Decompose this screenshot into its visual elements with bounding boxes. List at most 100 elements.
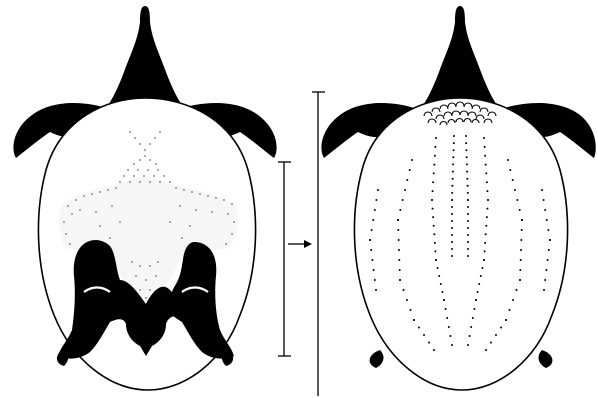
keel-dot bbox=[451, 255, 453, 257]
keel-dot bbox=[451, 213, 453, 215]
keel-dot bbox=[398, 259, 400, 261]
keel-dot bbox=[434, 155, 436, 157]
keel-dot bbox=[466, 156, 468, 158]
right-head-neck bbox=[421, 6, 499, 108]
keel-dot bbox=[485, 225, 487, 227]
keel-dot bbox=[433, 164, 435, 166]
left-turtle-figure bbox=[13, 6, 276, 390]
keel-dot bbox=[509, 309, 511, 311]
keel-dot bbox=[546, 219, 548, 221]
keel-dot bbox=[397, 229, 399, 231]
keel-dot bbox=[432, 190, 434, 192]
keel-dot bbox=[467, 206, 469, 208]
keel-dot bbox=[465, 142, 467, 144]
keel-dot bbox=[467, 241, 469, 243]
keel-dot bbox=[516, 289, 518, 291]
keel-dot bbox=[418, 327, 420, 329]
keel-dot bbox=[446, 317, 448, 319]
keel-dot bbox=[516, 199, 518, 201]
keel-dot bbox=[549, 239, 551, 241]
right-shell bbox=[354, 98, 567, 390]
keel-dot bbox=[544, 279, 546, 281]
keel-dot bbox=[467, 192, 469, 194]
keel-dot bbox=[452, 156, 454, 158]
keel-dot bbox=[375, 199, 377, 201]
right-turtle-figure bbox=[321, 6, 595, 390]
keel-dot bbox=[451, 248, 453, 250]
keel-dot bbox=[483, 137, 485, 139]
keel-dot bbox=[500, 327, 502, 329]
right-rear-tip-right bbox=[539, 350, 553, 368]
keel-dot bbox=[433, 233, 435, 235]
keel-dot bbox=[413, 319, 415, 321]
keel-dot bbox=[451, 185, 453, 187]
keel-dot bbox=[451, 234, 453, 236]
keel-dot bbox=[445, 308, 447, 310]
keel-dot bbox=[375, 289, 377, 291]
keel-dot bbox=[509, 169, 511, 171]
keel-dot bbox=[443, 299, 445, 301]
keel-dot bbox=[452, 178, 454, 180]
keel-dot bbox=[369, 239, 371, 241]
keel-dot bbox=[434, 242, 436, 244]
keel-dot bbox=[374, 209, 376, 211]
keel-dot bbox=[404, 189, 406, 191]
keel-dot bbox=[377, 189, 379, 191]
keel-dot bbox=[433, 349, 435, 351]
keel-dot bbox=[480, 275, 482, 277]
keel-dot bbox=[486, 181, 488, 183]
keel-dot bbox=[372, 219, 374, 221]
keel-dot bbox=[484, 146, 486, 148]
keel-dot bbox=[406, 179, 408, 181]
keel-dot bbox=[520, 249, 522, 251]
keel-dot bbox=[507, 159, 509, 161]
keel-dot bbox=[438, 275, 440, 277]
keel-dot bbox=[467, 344, 469, 346]
keel-dot bbox=[437, 267, 439, 269]
keel-dot bbox=[403, 289, 405, 291]
keel-dot bbox=[472, 317, 474, 319]
keel-dot bbox=[467, 185, 469, 187]
keel-dot bbox=[371, 229, 373, 231]
keel-dot bbox=[521, 229, 523, 231]
keel-dot bbox=[467, 248, 469, 250]
keel-dot bbox=[467, 255, 469, 257]
keel-dot bbox=[514, 189, 516, 191]
keel-dot bbox=[428, 342, 430, 344]
keel-dot bbox=[451, 241, 453, 243]
keel-dot bbox=[481, 267, 483, 269]
keel-dot bbox=[485, 233, 487, 235]
left-head-neck bbox=[106, 6, 184, 108]
keel-dot bbox=[484, 250, 486, 252]
keel-dot bbox=[451, 199, 453, 201]
keel-dot bbox=[521, 219, 523, 221]
keel-dot bbox=[545, 269, 547, 271]
keel-dot bbox=[432, 216, 434, 218]
keel-dot bbox=[495, 334, 497, 336]
keel-dot bbox=[467, 227, 469, 229]
keel-dot bbox=[485, 164, 487, 166]
keel-dot bbox=[475, 299, 477, 301]
keel-dot bbox=[477, 291, 479, 293]
keel-dot bbox=[451, 227, 453, 229]
keel-dot bbox=[399, 279, 401, 281]
keel-dot bbox=[505, 319, 507, 321]
keel-dot bbox=[478, 283, 480, 285]
keel-dot bbox=[431, 199, 433, 201]
keel-dot bbox=[466, 171, 468, 173]
keel-dot bbox=[519, 269, 521, 271]
keel-dot bbox=[486, 190, 488, 192]
keel-dot bbox=[423, 334, 425, 336]
keel-dot bbox=[433, 225, 435, 227]
keel-dot bbox=[485, 172, 487, 174]
keel-dot bbox=[440, 283, 442, 285]
keel-dot bbox=[452, 163, 454, 165]
keel-dot bbox=[483, 259, 485, 261]
keel-dot bbox=[484, 155, 486, 157]
keel-dot bbox=[435, 137, 437, 139]
keel-dot bbox=[486, 208, 488, 210]
keel-dot bbox=[409, 169, 411, 171]
keel-dot bbox=[434, 250, 436, 252]
keel-dot bbox=[490, 342, 492, 344]
keel-dot bbox=[451, 220, 453, 222]
